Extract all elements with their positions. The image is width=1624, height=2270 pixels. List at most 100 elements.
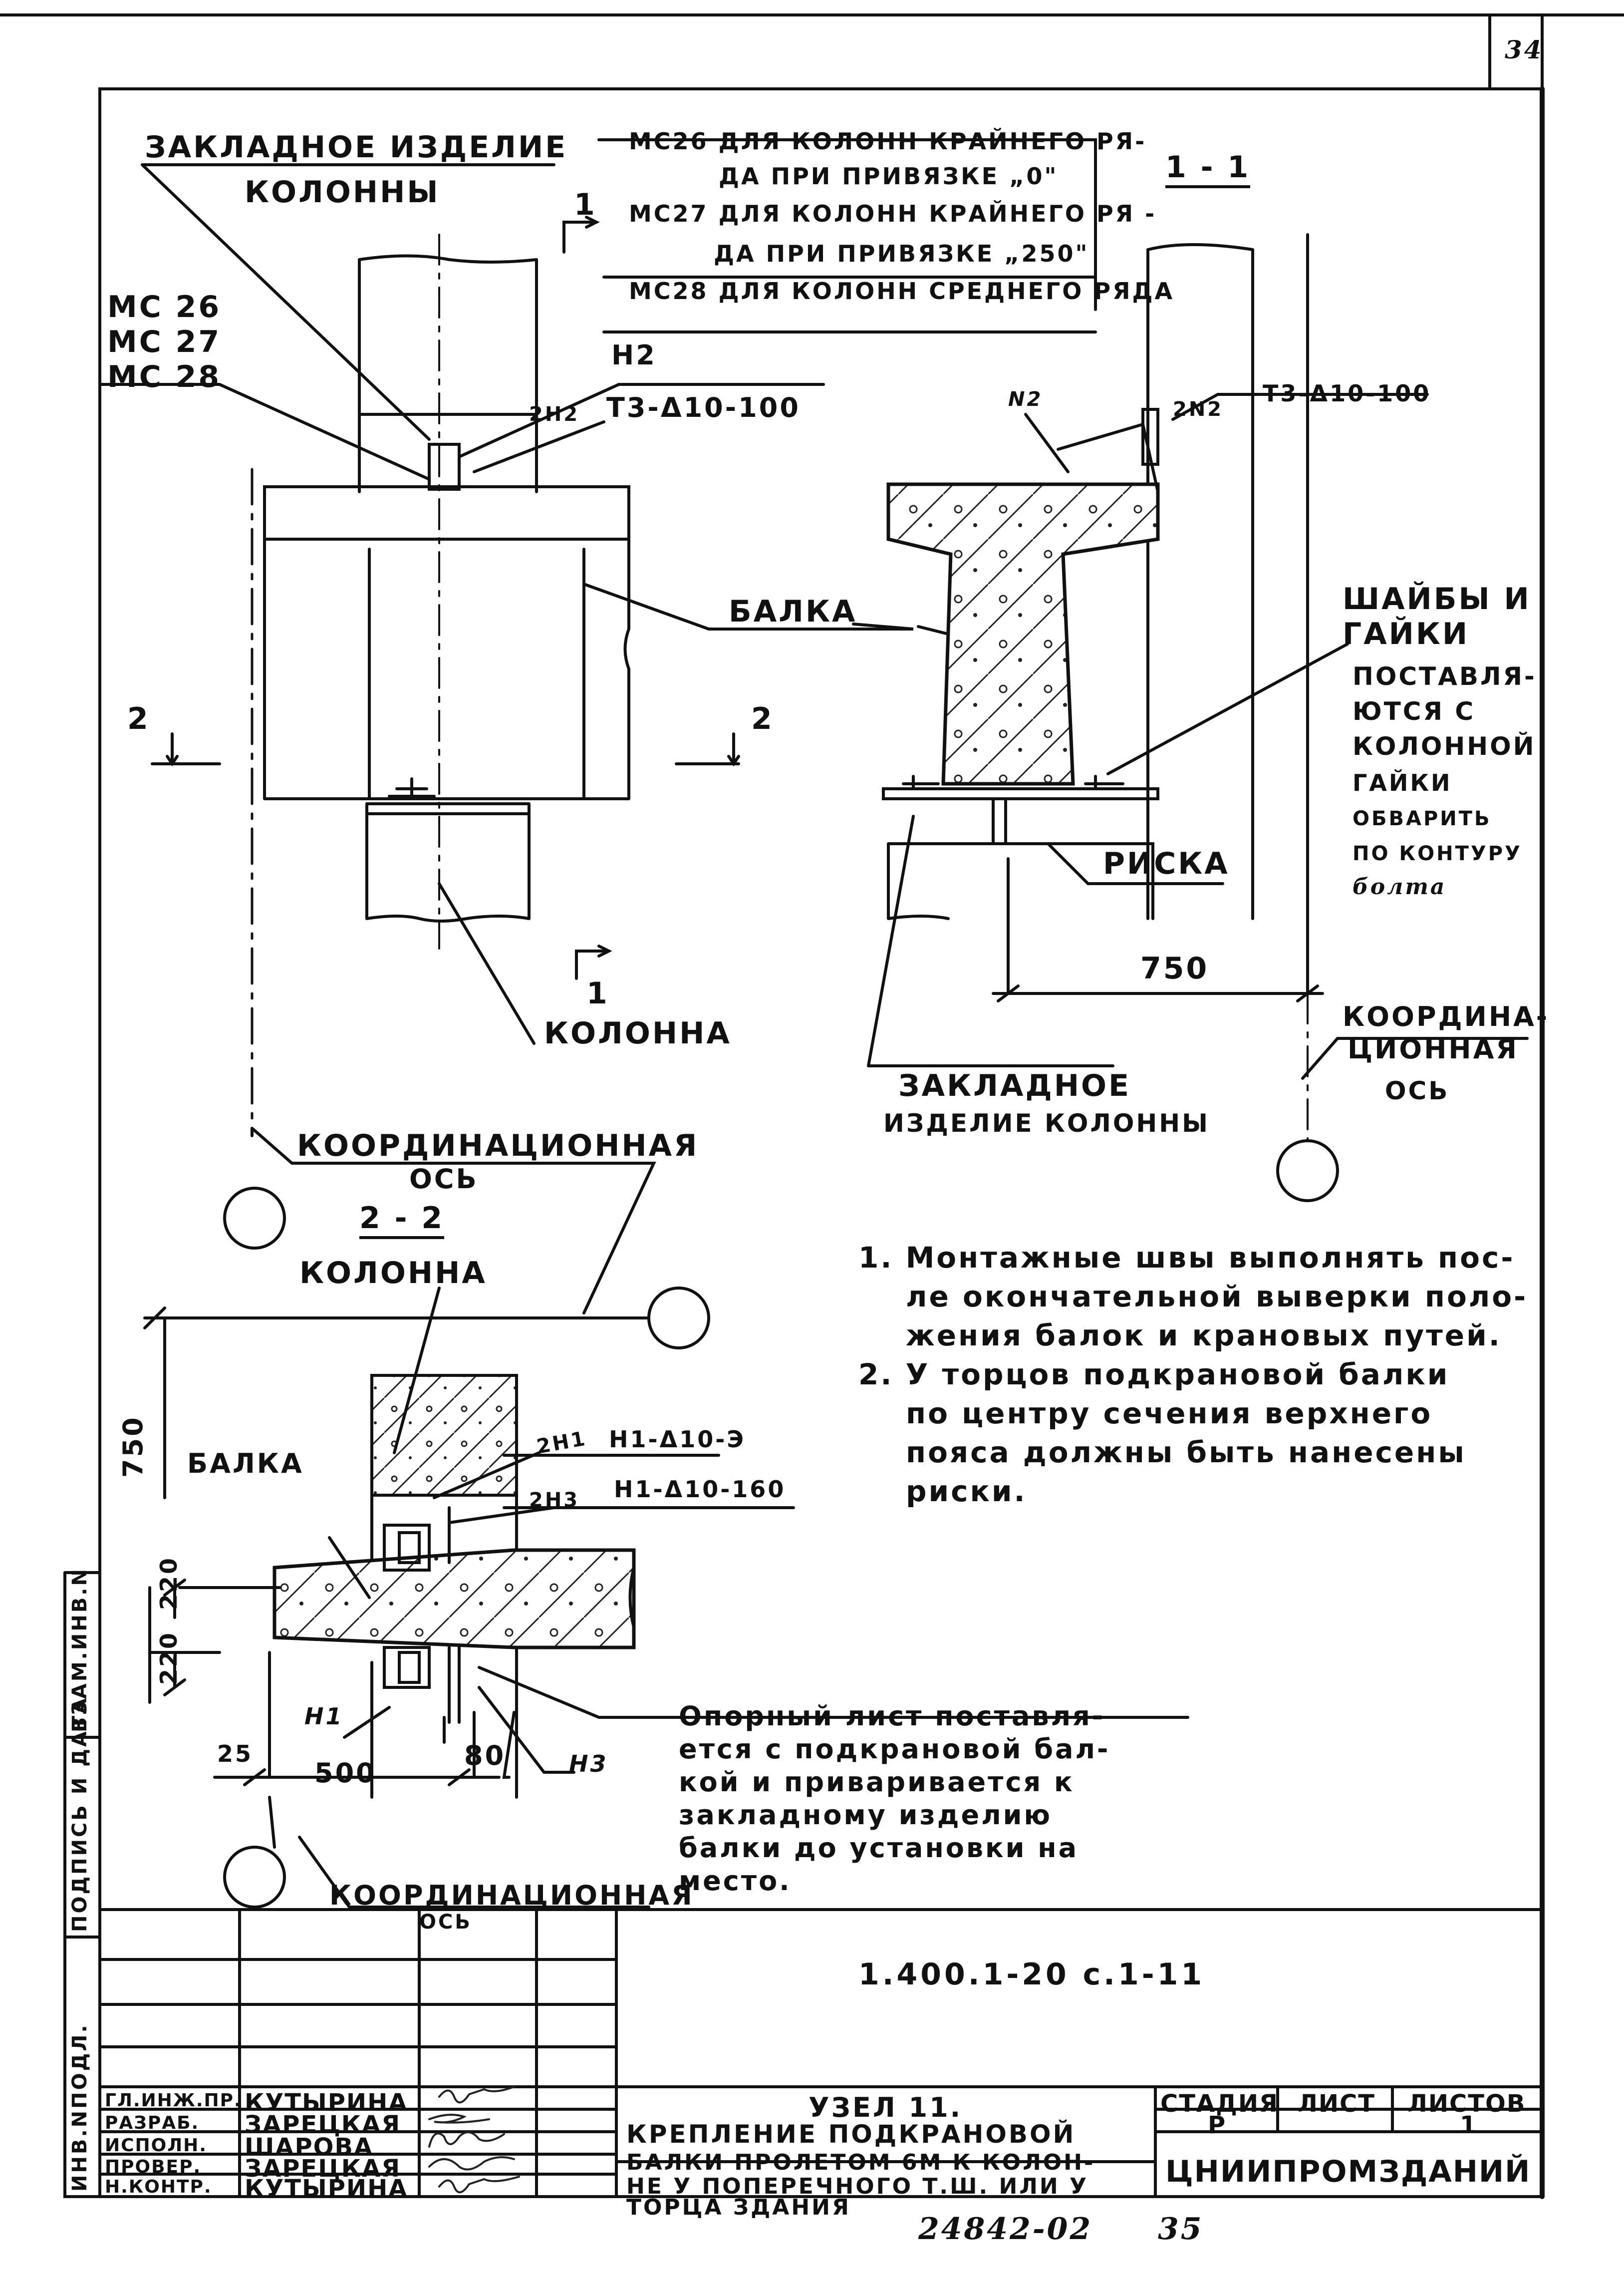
note-line-2: ле окончательной выверки поло- xyxy=(906,1280,1528,1313)
elev-embed-label: Закладное изделие xyxy=(145,130,568,165)
elev-coord-axis: Координационная xyxy=(297,1128,699,1163)
sec11-axis-circle xyxy=(1276,1139,1339,1202)
sheet-corner-number: 34 xyxy=(1505,35,1544,64)
sec22-n3: Н3 xyxy=(569,1750,608,1777)
note-line-4: 2. У торцов подкрановой балки xyxy=(858,1357,1450,1391)
corner-box xyxy=(1488,13,1544,90)
stamp-number: 24842-02 xyxy=(918,2212,1093,2247)
sec11-column xyxy=(1146,243,1254,920)
mc-27: МС 27 xyxy=(107,324,222,359)
elev-weld: 2Н2 xyxy=(529,403,580,426)
cut-2-left: 2 xyxy=(127,701,150,736)
elev-axis-circle xyxy=(223,1187,286,1250)
sec22-weld-a-spec: Н1-Δ10-Э xyxy=(609,1426,746,1453)
washers-note-5: обварить xyxy=(1353,807,1492,830)
sec22-weld-b-spec: Н1-Δ10-160 xyxy=(614,1476,786,1503)
side-inv-podl: Инв.Nподл. xyxy=(68,2023,91,2192)
mc-note-1: МС26 для колонн крайнего ря- xyxy=(629,128,1147,155)
sec11-mark-label: Риска xyxy=(1103,846,1230,881)
title-line-5: торца здания xyxy=(626,2195,851,2220)
org-name: ЦНИИПромзданий xyxy=(1165,2154,1531,2189)
sec11-title: 1 - 1 xyxy=(1165,152,1251,188)
note-line-7: риски. xyxy=(906,1474,1027,1508)
sec22-dim-80: 80 xyxy=(464,1740,506,1771)
support-note: Опорный лист поставля- ется с подкраново… xyxy=(679,1700,1110,1898)
name-4: Зарецкая xyxy=(245,2155,401,2183)
washers-1: Шайбы и xyxy=(1343,582,1531,617)
support-note-line-6: место. xyxy=(679,1865,792,1897)
sec22-dim-750: 750 xyxy=(117,1415,149,1478)
cut-2-right: 2 xyxy=(751,701,774,736)
mc-26: МС 26 xyxy=(107,290,222,324)
sec11-coord-2: ционная xyxy=(1348,1033,1519,1065)
sec11-weld: 2N2 xyxy=(1173,398,1224,421)
washers-note-italic: болта xyxy=(1353,874,1447,900)
mc-note-2: да при привязке „0" xyxy=(719,163,1059,190)
washers-note-3: колонной xyxy=(1353,732,1536,761)
elev-beam-label: Балка xyxy=(729,594,857,629)
sec22-axis-circle-right xyxy=(647,1287,710,1349)
note-line-5: по центру сечения верхнего xyxy=(906,1396,1433,1430)
washers-note-4: гайки xyxy=(1353,769,1452,796)
role-1: Гл.инж.пр. xyxy=(105,2090,242,2111)
washers-note-1: поставля- xyxy=(1353,662,1537,691)
sec11-beam xyxy=(886,482,1160,786)
washers-note-2: ются с xyxy=(1353,697,1476,726)
elev-embed-label-2: колонны xyxy=(245,175,440,210)
mc-note-3: МС27 для колонн крайнего ря - xyxy=(629,200,1157,227)
role-2: Разраб. xyxy=(105,2113,200,2133)
sec22-dim-220a: 220 xyxy=(155,1556,182,1610)
sec11-embed-1: Закладное xyxy=(898,1068,1131,1103)
sheets-header: Листов xyxy=(1407,2090,1526,2118)
sec22-axis-circle-bottom xyxy=(223,1846,286,1909)
note-line-1: 1. Монтажные швы выполнять пос- xyxy=(858,1241,1515,1275)
mc-note-5: МС28 для колонн среднего ряда xyxy=(629,278,1175,305)
cut-1-top: 1 xyxy=(574,187,597,222)
note-line-3: жения балок и крановых путей. xyxy=(906,1318,1502,1352)
washers-note-6: по контуру xyxy=(1353,842,1522,865)
role-4: Провер. xyxy=(105,2157,202,2177)
name-5: Кутырина xyxy=(245,2175,408,2203)
name-2: Зарецкая xyxy=(245,2111,401,2139)
note-line-6: пояса должны быть нанесены xyxy=(906,1435,1466,1469)
elev-n2: Н2 xyxy=(611,339,657,371)
sec22-weld-b: 2Н3 xyxy=(529,1489,580,1512)
side-strip xyxy=(63,1571,101,2198)
sec22-coord-2: ось xyxy=(419,1911,472,1934)
support-note-line-2: ется с подкрановой бал- xyxy=(679,1733,1110,1765)
name-1: Кутырина xyxy=(245,2089,408,2117)
elev-beam-web xyxy=(263,538,630,800)
support-note-line-3: кой и приваривается к xyxy=(679,1766,1075,1798)
sec11-dim-750: 750 xyxy=(1140,951,1209,986)
title-line-2: Крепление подкрановой xyxy=(626,2120,1076,2149)
elev-column-bottom xyxy=(365,802,531,920)
elev-beam-flange xyxy=(263,485,630,541)
sec11-n2: N2 xyxy=(1008,388,1043,411)
sec22-column-label: Колонна xyxy=(299,1256,487,1291)
general-notes: 1. Монтажные швы выполнять пос- ле оконч… xyxy=(858,1238,1528,1511)
title-line-3: балки пролетом 6м к колон- xyxy=(626,2150,1095,2175)
elev-column-top xyxy=(358,254,538,493)
sec11-weld-spec: Т3-Δ10-100 xyxy=(1263,380,1431,407)
role-5: Н.контр. xyxy=(105,2177,212,2197)
mc-note-4: да при привязке „250" xyxy=(714,240,1089,267)
sec22-dim-500: 500 xyxy=(314,1757,377,1789)
name-3: Шарова xyxy=(245,2133,374,2161)
sec22-column xyxy=(370,1374,518,1497)
sec22-n1: Н1 xyxy=(304,1703,344,1730)
sec11-coord-3: ось xyxy=(1385,1076,1450,1105)
sheets-value: 1 xyxy=(1460,2111,1478,2139)
elev-weld-spec: Т3-Δ10-100 xyxy=(606,392,801,423)
cut-1-bottom: 1 xyxy=(586,976,609,1011)
elev-column-label: Колонна xyxy=(544,1016,732,1051)
sec22-beam-label: Балка xyxy=(187,1448,304,1479)
sec22-beam xyxy=(272,1548,636,1649)
stamp-page: 35 xyxy=(1158,2212,1204,2247)
role-3: Исполн. xyxy=(105,2135,207,2156)
sec22-coord-1: Координационная xyxy=(329,1880,694,1911)
sec11-embed-2: изделие колонны xyxy=(883,1109,1210,1138)
stage-header: Стадия xyxy=(1160,2090,1279,2118)
support-note-line-5: балки до установки на xyxy=(679,1832,1079,1864)
sec22-dim-25: 25 xyxy=(217,1740,254,1767)
